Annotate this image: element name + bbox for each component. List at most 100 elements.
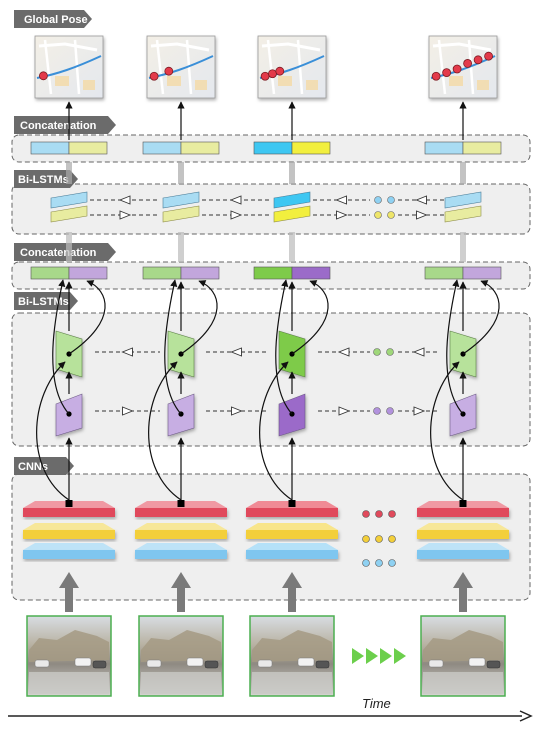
cnn-output-node [288, 500, 296, 507]
pose-dot [268, 69, 277, 79]
cnn-layer-blue [246, 550, 338, 559]
concat-top-left [30, 141, 70, 155]
cnn-layer-red [23, 508, 115, 517]
concat-top-left [424, 141, 464, 155]
map-block [83, 80, 95, 90]
arrow-curve-to-concat [52, 279, 70, 415]
cnn-layer-yellow-top [135, 523, 227, 530]
pose-dot [452, 64, 462, 74]
car-shape [428, 659, 444, 668]
concat-top-right [180, 141, 220, 155]
fat-arrow-shaft [289, 162, 295, 184]
input-arrow [171, 572, 191, 612]
top-lstm-backward [162, 205, 200, 223]
top-recurrence-forward-arrowhead [230, 210, 243, 220]
cnn-output-node [65, 500, 73, 507]
input-arrow [453, 572, 473, 612]
map-road [150, 42, 210, 52]
recurrence-forward-arrowhead [121, 347, 133, 357]
cnn-layer-red [135, 508, 227, 517]
fat-arrow-shaft [460, 162, 466, 184]
cnn-layer-red [417, 508, 509, 517]
recurrence-backward-arrowhead [338, 406, 351, 416]
pose-dot [463, 59, 473, 68]
arrow-curve-to-concat [291, 280, 329, 355]
map-road [261, 42, 321, 52]
arrow-curve-to-concat [446, 279, 464, 415]
top-recurrence-forward-arrowhead [336, 210, 348, 220]
car-shape [74, 657, 92, 667]
concat-top-tag: Concatenation [14, 116, 116, 134]
concat-mid-left [30, 266, 70, 280]
map-block [477, 80, 489, 90]
map-road [155, 39, 165, 95]
map-block [306, 80, 318, 90]
top-lstm-backward [50, 205, 88, 223]
cnn-layer-yellow [246, 530, 338, 539]
cnn-layer-blue-top [246, 543, 338, 550]
concat-mid-right [462, 266, 502, 280]
map-block [449, 76, 463, 86]
recurrence-forward-arrowhead [230, 347, 242, 357]
svg-text:Concatenation: Concatenation [20, 120, 97, 132]
road-shape [252, 672, 332, 694]
svg-text:CNNs: CNNs [18, 461, 48, 473]
recurrence-backward-arrowhead [413, 406, 426, 416]
cnn-layer-red [246, 508, 338, 517]
bilstm-mid-panel [11, 312, 531, 447]
top-recurrence-backward-arrowhead [415, 195, 427, 205]
arrow-curve-to-concat [462, 280, 500, 355]
time-label: Time [362, 696, 391, 711]
svg-text:Bi-LSTMs: Bi-LSTMs [18, 174, 69, 186]
cnn-layer-yellow-top [246, 523, 338, 530]
pose-dot [39, 71, 48, 81]
map-block [167, 76, 181, 86]
input-arrow [59, 572, 79, 612]
car-shape [146, 659, 162, 668]
top-recurrence-forward-arrowhead [416, 210, 428, 220]
fat-arrow-shaft [460, 232, 466, 262]
ellipsis-dots-cnn [362, 510, 396, 567]
column-t1 [23, 35, 115, 697]
building-shape [423, 630, 503, 662]
cnn-layer-blue [417, 550, 509, 559]
arrow-curve-to-concat [275, 279, 293, 415]
column-t3 [246, 35, 338, 697]
concat-mid-left [253, 266, 293, 280]
building-shape [141, 630, 221, 662]
building-shape [252, 630, 332, 662]
map-road [43, 39, 53, 95]
map-block [278, 76, 292, 86]
columns-layer [23, 35, 509, 697]
bilstm-top-panel [11, 183, 531, 235]
map-road [266, 39, 276, 95]
svg-text:Concatenation: Concatenation [20, 247, 97, 259]
concat-top-left [142, 141, 182, 155]
top-recurrence-backward-arrowhead [229, 195, 242, 205]
ellipsis-dots-top [374, 196, 395, 219]
concat-mid-right [68, 266, 108, 280]
fat-arrow-shaft [178, 232, 184, 262]
map-road [437, 39, 447, 95]
concat-mid-right [291, 266, 331, 280]
cnn-layer-yellow [417, 530, 509, 539]
bilstm-mid-tag: Bi-LSTMs [14, 292, 78, 310]
input-arrow [282, 572, 302, 612]
car-shape [92, 660, 107, 669]
concat-mid-left [424, 266, 464, 280]
cnn-layer-blue [23, 550, 115, 559]
top-lstm-forward [273, 191, 311, 209]
fat-arrow-shaft [289, 232, 295, 262]
car-shape [468, 657, 486, 667]
road-shape [141, 672, 221, 694]
map-block [195, 80, 207, 90]
pose-dot [473, 55, 483, 65]
pose-dot [275, 66, 285, 76]
car-shape [34, 659, 50, 668]
time-axis-arrowhead [519, 710, 533, 722]
arrow-curve-to-concat [68, 280, 106, 355]
bilstm-top-tag: Bi-LSTMs [14, 170, 78, 188]
road-shape [423, 672, 503, 694]
concat-mid-right [180, 266, 220, 280]
